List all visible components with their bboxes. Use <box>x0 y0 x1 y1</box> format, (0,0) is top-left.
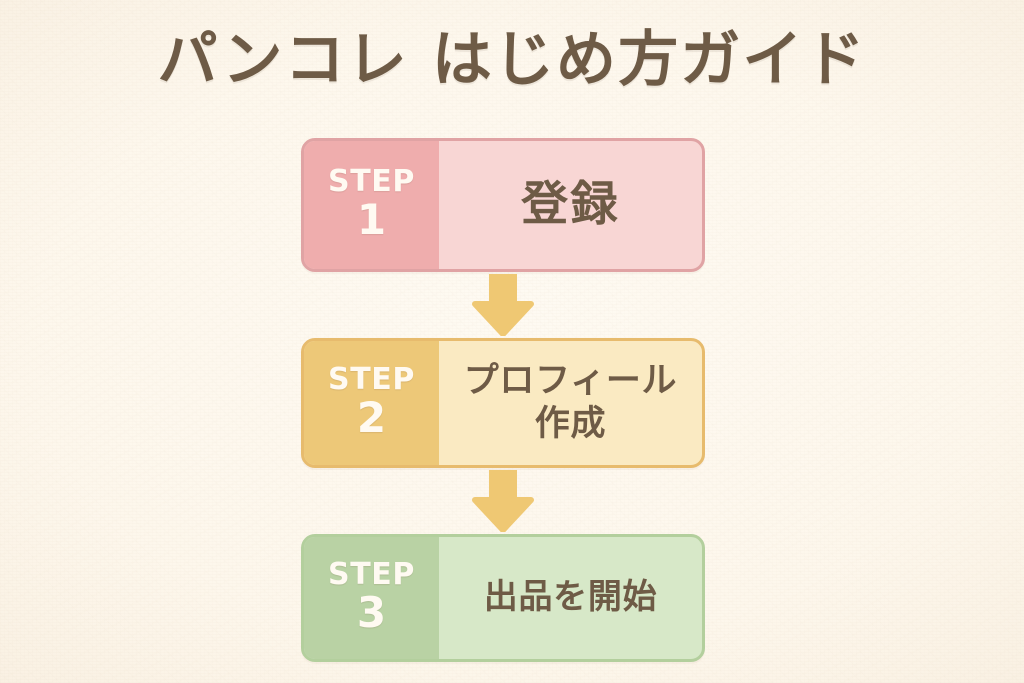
arrow-down-icon <box>472 274 534 336</box>
step-number-1: 1 <box>356 194 387 244</box>
step-label-2: プロフィール 作成 <box>463 361 678 444</box>
step-label-1: 登録 <box>521 177 620 233</box>
step-number-2: 2 <box>356 392 387 442</box>
step-badge-3: STEP 3 <box>304 537 439 659</box>
arrow-down-icon <box>472 470 534 532</box>
step-word-3: STEP <box>328 556 415 592</box>
page-title: パンコレ はじめ方ガイド <box>157 25 867 95</box>
step-card-2: STEP 2 プロフィール 作成 <box>301 338 705 468</box>
step-label-3: 出品を開始 <box>483 577 658 618</box>
step-card-1: STEP 1 登録 <box>301 138 705 272</box>
arrow-step2-to-step3 <box>301 468 705 534</box>
step-card-3: STEP 3 出品を開始 <box>301 534 705 662</box>
step-number-3: 3 <box>356 587 387 637</box>
steps-flow: STEP 1 登録 STEP 2 プロフィール 作成 <box>301 138 705 662</box>
arrow-step1-to-step2 <box>301 272 705 338</box>
step-badge-1: STEP 1 <box>304 141 439 269</box>
step-word-2: STEP <box>328 361 415 397</box>
step-word-1: STEP <box>328 163 415 199</box>
step-badge-2: STEP 2 <box>304 341 439 465</box>
